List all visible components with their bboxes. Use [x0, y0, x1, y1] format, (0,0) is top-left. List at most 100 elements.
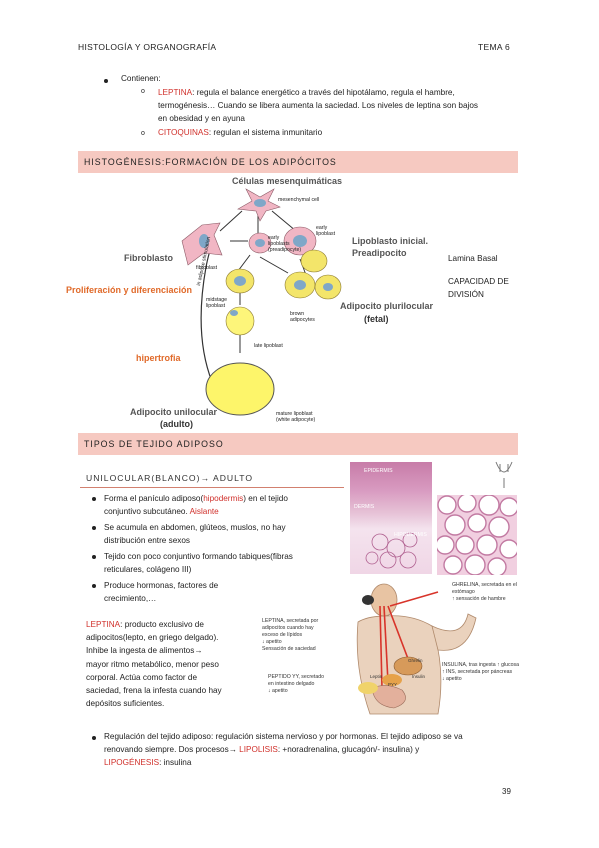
regulation-line-2a: renovando siempre. Dos procesos→	[104, 745, 240, 755]
lamina-basal-note: Lamina Basal	[448, 254, 498, 263]
bullet-hormonas: Produce hormonas, factores de crecimient…	[104, 579, 344, 605]
lipolisis-term: LIPOLISIS	[239, 745, 278, 755]
capacidad-note-2: DIVISIÓN	[448, 290, 484, 299]
regulation-line-2b: : +noradrenalina, glucagón/- insulina) y	[277, 745, 420, 755]
dermis-label: DERMIS	[354, 504, 375, 510]
label-celulas-mesenquimaticas: Células mesenquimáticas	[232, 176, 343, 186]
ghrelina-note-3: ↑ sensación de hambre	[452, 596, 506, 602]
regulation-paragraph: Regulación del tejido adiposo: regulació…	[104, 730, 524, 770]
insulina-note-3: ↓ apetito	[442, 676, 462, 682]
citoquinas-line: CITOQUINAS: regulan el sistema inmunitar…	[158, 128, 322, 137]
pictogram-svg	[495, 461, 513, 488]
peptido-note-2: en intestino delgado	[268, 681, 315, 687]
leptina-note-2: adipocitos cuando hay	[262, 625, 314, 631]
label-adipocito-unilocular: Adipocito unilocular	[130, 407, 217, 417]
lep-line-7: depósitos suficientes.	[86, 699, 165, 709]
b4-text-a: Produce hormonas, factores de	[104, 581, 219, 590]
hipodermis-term: hipodermis	[203, 494, 244, 503]
leptina-note-3: exceso de lípidos	[262, 632, 303, 638]
page-number: 39	[502, 787, 511, 796]
unilocular-heading: UNILOCULAR(BLANCO)→ ADULTO	[86, 473, 254, 483]
hormone-regulation-figure: GHRELINA, secretada en el estómago ↑ sen…	[262, 578, 524, 716]
bullet-acumula: Se acumula en abdomen, glúteos, muslos, …	[104, 521, 344, 547]
citoquinas-term: CITOQUINAS	[158, 128, 209, 137]
bullet-dot	[92, 584, 96, 588]
citoquinas-text: : regulan el sistema inmunitario	[208, 128, 323, 137]
label-preadipocito: Preadipocito	[352, 248, 407, 258]
leptina-term: LEPTINA	[158, 88, 193, 97]
label-midstage: midstage lipoblast	[206, 297, 228, 309]
adipose-histology-svg	[437, 495, 517, 575]
b4-text-b: crecimiento,…	[104, 594, 157, 604]
adipose-histology-image	[437, 495, 517, 575]
regulation-line-3: : insulina	[159, 758, 192, 768]
bullet-dot	[104, 79, 108, 83]
lep-line-4: mayor ritmo metabólico, menor peso	[86, 659, 219, 669]
regulation-line-1: Regulación del tejido adiposo: regulació…	[104, 732, 463, 741]
circle-bullet: o	[141, 88, 145, 95]
skin-histology-image: EPIDERMIS DERMIS HIPODERMIS	[350, 462, 432, 574]
lipogenesis-term: LIPOGÉNESIS	[104, 758, 160, 768]
lep-line-3: Inhibe la ingesta de alimentos→	[86, 646, 203, 656]
label-lipoblasto-inicial: Lipoblasto inicial.	[352, 236, 429, 246]
leptin-tag: Leptin	[370, 674, 383, 679]
leptina-note-1: LEPTINA, secretada por	[262, 618, 319, 624]
pictogram-icon	[492, 460, 516, 490]
ghrelina-note-2: estómago	[452, 589, 475, 595]
peptido-note-1: PEPTIDO YY, secretado	[268, 674, 325, 680]
insulina-note-2: ↑ INS, secretada por páncreas	[442, 669, 513, 675]
label-adipocito-plurilocular: Adipocito plurilocular	[340, 301, 434, 311]
label-hipertrofia: hipertrofia	[136, 353, 181, 363]
ghrelina-note-1: GHRELINA, secretada en el	[452, 582, 517, 588]
lep-line-2: adipocitos(lepto, en griego delgado).	[86, 633, 219, 643]
leptina-paragraph: LEPTINA: regula el balance energético a …	[158, 86, 518, 126]
leptina-text-3: en obesidad y en ayuna	[158, 114, 245, 124]
b1-text-b: ) en el tejido	[243, 494, 288, 503]
label-early-lipoblast: early lipoblast	[316, 225, 336, 237]
heading-underline	[80, 487, 344, 488]
lep-line-5: corporal. Actúa como factor de	[86, 672, 198, 682]
label-mesenchymal-cell: mesenchymal cell	[278, 197, 320, 203]
section-band-histogenesis: HISTOGÉNESIS:FORMACIÓN DE LOS ADIPÓCITOS	[78, 151, 518, 173]
hipodermis-label: HIPODERMIS	[394, 532, 427, 538]
b2-text-b: distribución entre sexos	[104, 536, 191, 546]
insulina-note-1: INSULINA, tras ingesta ↑ glucosa	[442, 662, 519, 668]
b3-text-a: Tejido con poco conjuntivo formando tabi…	[104, 552, 293, 561]
running-header-left: HISTOLOGÍA Y ORGANOGRAFÍA	[78, 42, 217, 52]
b1-text-c: conjuntivo subcutáneo.	[104, 507, 190, 517]
lep-line-6: saciedad, frena la infesta cuando hay	[86, 686, 222, 696]
contienen-text: Contienen:	[121, 74, 161, 83]
label-fibroblasto: Fibroblasto	[124, 253, 173, 263]
ghrelin-tag: Ghrelin	[408, 658, 423, 663]
label-fibroblast: fibroblast	[196, 265, 218, 271]
leptina-text-2: termogénesis… Cuando se libera aumenta l…	[158, 101, 478, 111]
section-band-tipos: TIPOS DE TEJIDO ADIPOSO	[78, 433, 518, 455]
label-proliferacion: Proliferación y diferenciación	[66, 285, 193, 295]
bullet-dot	[92, 526, 96, 530]
lep-line-1: : producto exclusivo de	[120, 620, 204, 629]
leptina-text-1: : regula el balance energético a través …	[192, 88, 455, 97]
leptina-note-4: ↓ apetito	[262, 639, 282, 645]
label-early-lipoblasts: early lipoblasts (preadipocyte)	[268, 235, 302, 253]
leptina-block-term: LEPTINA	[86, 620, 121, 629]
hormone-figure-svg	[356, 583, 477, 715]
adipocyte-formation-figure: Células mesenquimáticas mesenchymal cell…	[66, 175, 440, 430]
peptido-note-3: ↓ apetito	[268, 688, 288, 694]
b2-text-a: Se acumula en abdomen, glúteos, muslos, …	[104, 523, 286, 532]
label-adulto: (adulto)	[160, 419, 193, 429]
adipocyte-diagram-svg	[181, 188, 342, 416]
bullet-dot	[92, 736, 96, 740]
label-mature-lipoblast: mature lipoblast (white adipocyte)	[276, 411, 316, 423]
epidermis-label: EPIDERMIS	[364, 468, 393, 474]
bullet-panículo: Forma el panículo adiposo(hipodermis) en…	[104, 492, 344, 518]
leptina-note-5: Sensación de saciedad	[262, 646, 316, 652]
b3-text-b: reticulares, colágeno III)	[104, 565, 192, 575]
circle-bullet: o	[141, 130, 145, 137]
section-title-histogenesis: HISTOGÉNESIS:FORMACIÓN DE LOS ADIPÓCITOS	[84, 157, 337, 167]
running-header-right: TEMA 6	[478, 42, 511, 52]
insulin-tag: Insulin	[412, 674, 426, 679]
section-title-tipos: TIPOS DE TEJIDO ADIPOSO	[84, 439, 224, 449]
bullet-tejido: Tejido con poco conjuntivo formando tabi…	[104, 550, 344, 576]
capacidad-note-1: CAPACIDAD DE	[448, 277, 509, 286]
aislante-term: Aislante	[189, 507, 219, 517]
